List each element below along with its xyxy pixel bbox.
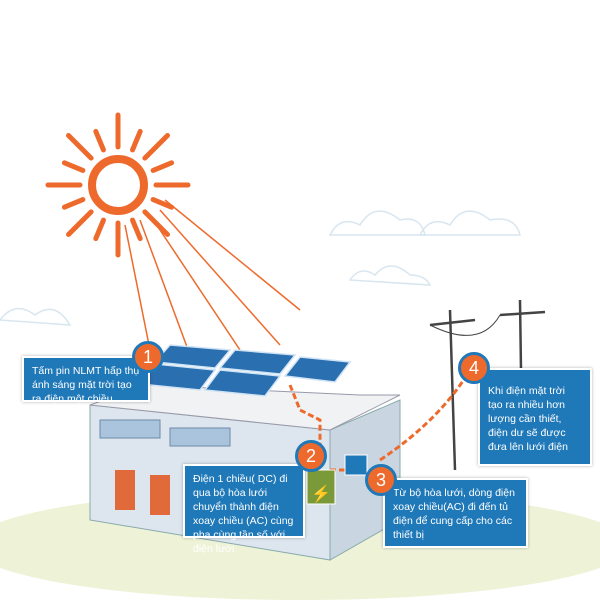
step-3-text: Từ bộ hòa lưới, dòng điện xoay chiều(AC)… xyxy=(383,478,528,548)
step-3-badge: 3 xyxy=(365,464,397,496)
sun-ray xyxy=(66,209,94,237)
sun-ray xyxy=(150,197,175,210)
sun-rays-to-panel xyxy=(124,199,301,356)
sun-ray xyxy=(130,217,143,242)
sun-ray xyxy=(66,133,94,161)
step-1-text: Tấm pin NLMT hấp thụ ánh sáng mặt trời t… xyxy=(22,356,150,405)
lightning-icon: ⚡ xyxy=(311,484,331,503)
electrical-panel-icon xyxy=(344,454,368,476)
sun-ray xyxy=(142,133,170,161)
step-2-badge: 2 xyxy=(295,440,327,472)
clouds xyxy=(0,210,521,326)
step-4-text: Khi điện mặt trời tạo ra nhiều hơn lượng… xyxy=(478,368,592,466)
sun-ray xyxy=(93,128,106,153)
sun-ray xyxy=(61,160,86,173)
sun-ray xyxy=(130,128,143,153)
inverter-icon xyxy=(306,469,336,505)
solar-panels xyxy=(138,344,352,397)
sun-ray xyxy=(93,217,106,242)
step-2-text: Điện 1 chiều( DC) đi qua bộ hòa lưới chu… xyxy=(183,464,305,555)
sun-icon xyxy=(45,112,191,258)
step-1-badge: 1 xyxy=(132,341,164,373)
sun-ray xyxy=(61,197,86,210)
sun-ray xyxy=(150,160,175,173)
step-4-badge: 4 xyxy=(458,352,490,384)
